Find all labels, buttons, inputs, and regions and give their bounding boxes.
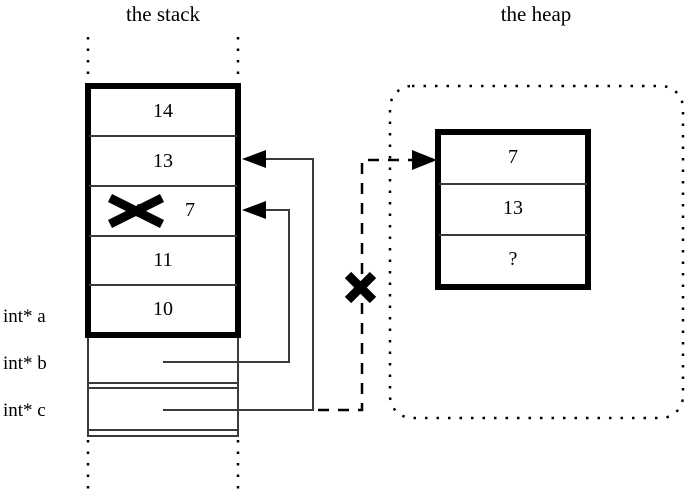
stack-cell-value-13: 13 [153, 150, 173, 172]
stack-pointer-cell-a [87, 334, 239, 384]
arrowhead-b [242, 201, 266, 219]
stack-cell-value-14: 14 [153, 100, 173, 122]
var-label-c: int* c [3, 400, 46, 421]
stack-pointer-cell-b [87, 382, 239, 431]
stack-frame-box [85, 83, 241, 338]
heap-block-box [435, 129, 591, 290]
stale-heap-pointer [318, 150, 437, 412]
stack-pointer-cell-c [87, 387, 239, 437]
heap-cell-value-2: 13 [503, 197, 523, 219]
stack-pointer-cells-group [87, 334, 239, 437]
heap-cell-value-3: ? [508, 248, 518, 270]
pointer-arrow-b [163, 201, 290, 363]
var-label-a: int* a [3, 306, 46, 327]
stack-cell-value-7-new: 7 [185, 199, 195, 221]
heap-cell-value-1: 7 [508, 146, 518, 168]
stack-cell-value-12-struck: 12 [126, 200, 146, 222]
pointer-arrow-c [163, 150, 314, 411]
arrowhead-heap [412, 150, 437, 170]
heap-title: the heap [500, 2, 572, 26]
invalid-pointer-cross-icon [344, 271, 377, 304]
heap-region-boundary [388, 84, 685, 420]
stack-frame-group [85, 83, 241, 338]
stack-title: the stack [125, 2, 201, 26]
heap-block-group [435, 129, 591, 290]
stack-cell-value-11: 11 [153, 249, 173, 271]
var-label-b: int* b [3, 353, 47, 374]
stack-cell-value-10: 10 [153, 298, 173, 320]
arrowhead-c [242, 150, 266, 168]
strikeout-cross-icon [107, 193, 165, 229]
